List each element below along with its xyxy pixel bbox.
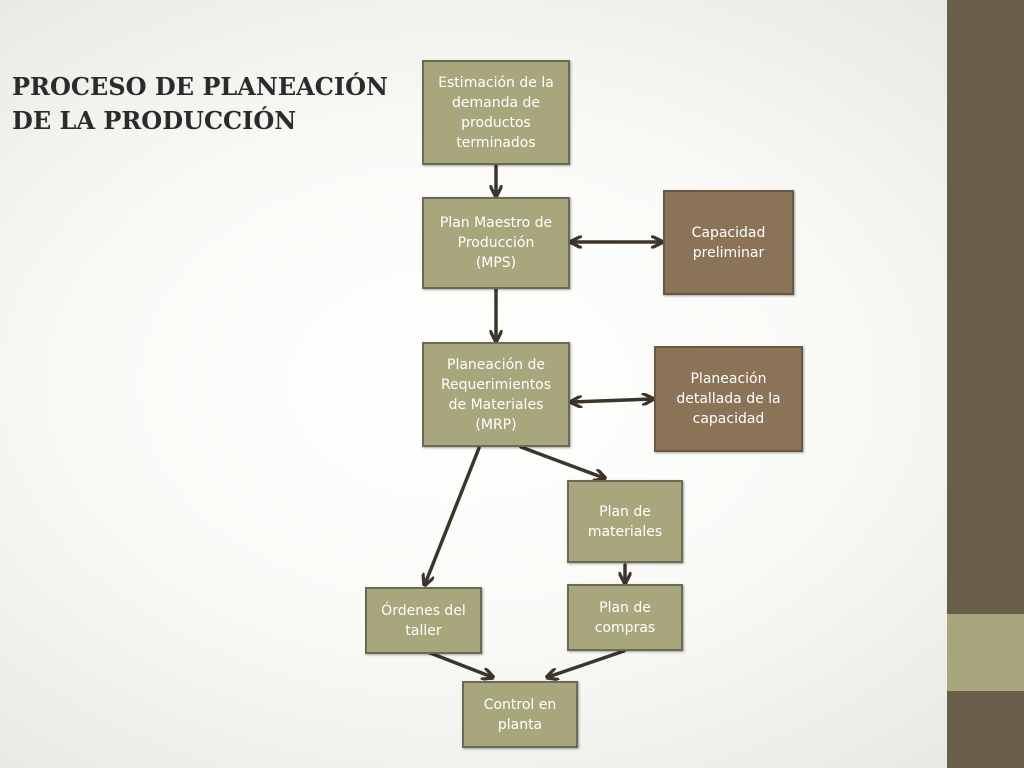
box-plan-materiales-line-2: materiales	[587, 523, 663, 540]
box-capacidad-preliminar-line-2: preliminar	[692, 244, 765, 261]
box-estimacion-demanda-text: Estimación de la demanda de productos te…	[438, 73, 554, 153]
box-control-planta: Control en planta	[462, 681, 578, 748]
box-capacidad-detallada: Planeación detallada de la capacidad	[654, 346, 803, 452]
box-capacidad-detallada-text: Planeación detallada de la capacidad	[676, 369, 780, 429]
arrow-compras-to-control	[548, 649, 626, 677]
box-ordenes-taller: Órdenes del taller	[365, 587, 482, 654]
side-bar-dark-bottom	[947, 691, 1024, 768]
box-control-planta-line-2: planta	[497, 716, 543, 733]
box-estimacion-line-3: productos	[461, 114, 531, 131]
box-estimacion-line-4: terminados	[456, 134, 536, 151]
box-mrp-line-4: (MRP)	[475, 416, 517, 433]
box-estimacion-line-1: Estimación de la	[438, 74, 554, 91]
box-capacidad-detallada-line-3: capacidad	[692, 411, 765, 427]
box-mps-line-3: (MPS)	[475, 255, 517, 271]
box-plan-compras: Plan de compras	[567, 584, 683, 651]
box-capacidad-detallada-line-2: detallada de la	[676, 391, 781, 407]
side-bar-dark-top	[947, 0, 1024, 614]
slide-title-line-2: DE LA PRODUCCIÓN	[12, 106, 297, 135]
box-plan-materiales-line-1: Plan de	[599, 503, 651, 520]
box-mrp-text: Planeación de Requerimientos de Material…	[441, 355, 551, 435]
box-capacidad-preliminar-text: Capacidad preliminar	[692, 223, 766, 263]
box-mps-line-1: Plan Maestro de	[439, 215, 553, 231]
box-plan-materiales: Plan de materiales	[567, 480, 683, 563]
box-estimacion-demanda: Estimación de la demanda de productos te…	[422, 60, 570, 165]
arrow-ordenes-to-control	[423, 649, 492, 677]
arrow-mrp-to-plan-materiales	[519, 445, 604, 478]
box-ordenes-taller-text: Órdenes del taller	[381, 601, 466, 641]
box-control-planta-text: Control en planta	[484, 695, 557, 735]
slide-title-line-1: PROCESO DE PLANEACIÓN	[12, 72, 388, 101]
box-capacidad-detallada-line-1: Planeación	[690, 371, 767, 387]
box-mrp: Planeación de Requerimientos de Material…	[422, 342, 570, 447]
box-plan-maestro-mps: Plan Maestro de Producción (MPS)	[422, 197, 570, 289]
slide-title: PROCESO DE PLANEACIÓN DE LA PRODUCCIÓN	[12, 70, 392, 138]
box-mps-line-2: Producción	[457, 235, 535, 251]
box-mrp-line-2: Requerimientos	[440, 376, 552, 393]
box-control-planta-line-1: Control en	[483, 696, 557, 713]
box-ordenes-taller-line-1: Órdenes del	[381, 602, 466, 619]
box-estimacion-line-2: demanda de	[451, 94, 540, 111]
box-mrp-line-1: Planeación de	[447, 356, 545, 373]
box-capacidad-preliminar-line-1: Capacidad	[691, 224, 766, 241]
box-ordenes-taller-line-2: taller	[405, 622, 442, 639]
box-plan-compras-line-2: compras	[594, 619, 656, 636]
box-plan-compras-line-1: Plan de	[599, 599, 651, 616]
arrow-mrp-to-ordenes-taller	[425, 446, 481, 584]
box-mrp-line-3: de Materiales	[448, 396, 544, 413]
box-plan-materiales-text: Plan de materiales	[588, 502, 662, 542]
arrow-mrp-capacidad-detallada	[572, 399, 652, 402]
box-mps-text: Plan Maestro de Producción (MPS)	[440, 213, 552, 273]
box-plan-compras-text: Plan de compras	[595, 598, 655, 638]
side-bar-accent	[947, 614, 1024, 691]
box-capacidad-preliminar: Capacidad preliminar	[663, 190, 794, 295]
